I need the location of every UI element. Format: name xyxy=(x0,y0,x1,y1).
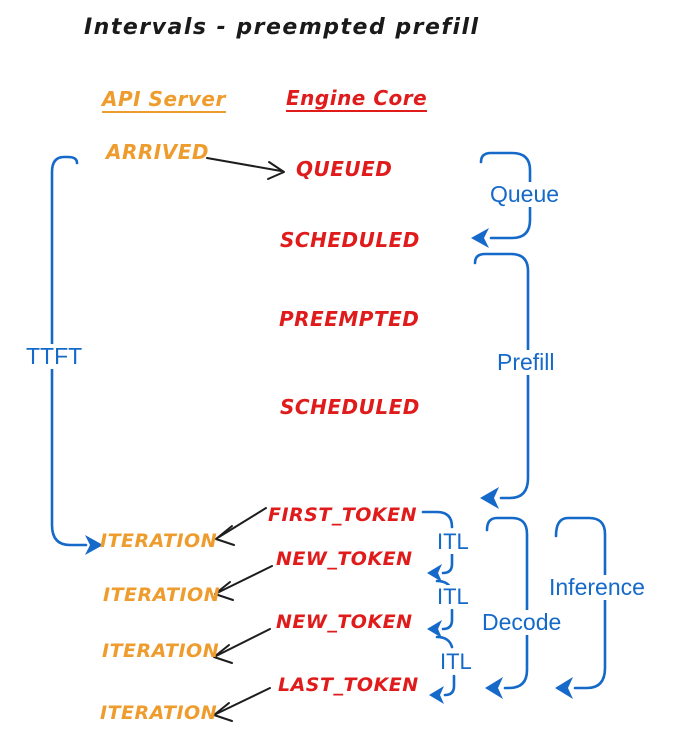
inference-bracket xyxy=(554,516,607,690)
event-scheduled-2: SCHEDULED xyxy=(280,395,420,419)
interval-label-inference: Inference xyxy=(546,574,648,601)
interval-label-prefill: Prefill xyxy=(494,349,558,376)
event-new-token-2: NEW_TOKEN xyxy=(276,611,413,633)
event-last-token: LAST_TOKEN xyxy=(278,674,419,696)
interval-label-itl-1: ITL xyxy=(434,529,472,555)
event-first-token: FIRST_TOKEN xyxy=(268,504,418,526)
decode-bracket xyxy=(485,516,529,690)
diagram-title: Intervals - preempted prefill xyxy=(84,15,480,40)
event-iteration-4: ITERATION xyxy=(100,702,218,724)
prefill-bracket xyxy=(473,252,530,500)
interval-label-decode: Decode xyxy=(479,609,565,636)
queue-bracket xyxy=(479,151,532,240)
interval-label-itl-2: ITL xyxy=(434,584,472,610)
event-queued: QUEUED xyxy=(296,157,393,181)
itl-arrowhead-1-icon xyxy=(427,564,442,582)
event-iteration-1: ITERATION xyxy=(100,530,218,552)
interval-label-ttft: TTFT xyxy=(23,343,86,370)
arrived-to-queued-arrow xyxy=(206,157,285,180)
event-iteration-2: ITERATION xyxy=(103,584,221,606)
event-preempted: PREEMPTED xyxy=(279,307,420,331)
last-token-to-iteration-arrow xyxy=(213,687,271,722)
interval-label-itl-3: ITL xyxy=(437,649,475,675)
itl-connector-2 xyxy=(435,608,454,649)
itl-arrowhead-3-icon xyxy=(429,686,444,704)
event-iteration-3: ITERATION xyxy=(102,640,220,662)
ttft-bracket xyxy=(50,155,88,547)
decode-arrowhead-icon xyxy=(485,677,503,699)
event-new-token-1: NEW_TOKEN xyxy=(276,548,413,570)
queue-arrowhead-icon xyxy=(471,228,489,248)
prefill-arrowhead-icon xyxy=(480,487,499,509)
event-arrived: ARRIVED xyxy=(106,140,209,164)
ttft-arrowhead-icon xyxy=(85,535,103,555)
inference-arrowhead-icon xyxy=(555,677,573,699)
new-token2-to-iteration-arrow xyxy=(213,628,271,664)
column-header-api-server: API Server xyxy=(102,87,226,113)
first-token-to-iteration-arrow xyxy=(215,507,267,546)
itl-arrowhead-2-icon xyxy=(427,620,442,638)
new-token1-to-iteration-arrow xyxy=(214,565,273,601)
column-header-engine-core: Engine Core xyxy=(286,86,428,112)
itl-connector-3 xyxy=(443,674,456,697)
event-scheduled-1: SCHEDULED xyxy=(280,228,420,252)
interval-label-queue: Queue xyxy=(487,181,563,208)
